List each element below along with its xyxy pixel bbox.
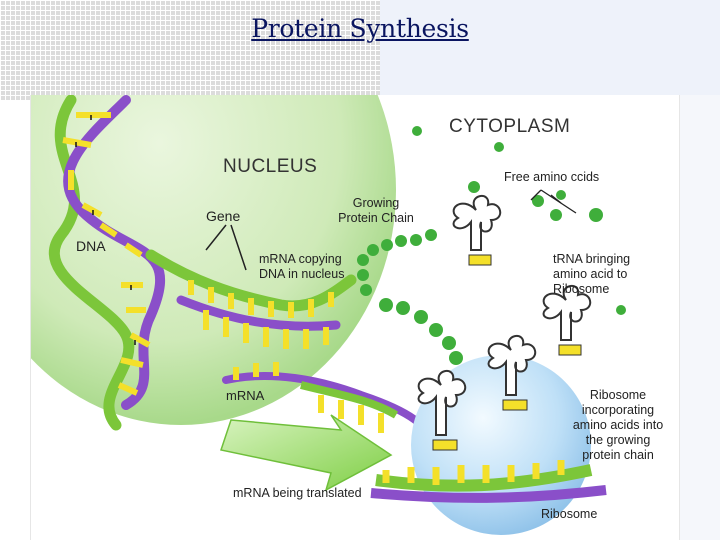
gene-pointer [205,224,247,271]
label-mrna-copying-line1: mRNA copying [259,252,342,266]
right-margin [678,95,720,540]
protein-synthesis-diagram: CYTOPLASM NUCLEUS Free amino ccids Growi… [30,95,680,540]
mrna-strand [222,362,425,433]
label-pointers [530,189,577,214]
trna-anticodons [432,254,582,451]
label-free-amino-acids: Free amino ccids [504,170,600,184]
label-ribo-line3: amino acids into [572,418,664,432]
label-growing-line1: Growing [352,196,400,210]
title-background-pattern [0,0,380,100]
label-mrna-copying-line2: DNA in nucleus [259,267,345,281]
label-trna: tRNA bringing amino acid to Ribosome [553,252,630,297]
label-growing-line2: Protein Chain [338,211,414,225]
label-ribosome: Ribosome [541,507,598,521]
title-background-light [380,0,720,100]
amino-acids [357,126,626,365]
slide-title: Protein Synthesis [251,14,469,43]
label-ribosome-incorporating: Ribosome incorporating amino acids into … [563,388,673,463]
translation-arrow [220,414,393,492]
label-trna-line2: amino acid to [553,267,628,281]
label-growing-protein-chain: Growing Protein Chain [331,196,421,226]
label-mrna-copying: mRNA copying DNA in nucleus [259,252,344,282]
label-ribo-line4: the growing [585,433,651,447]
label-mrna-being-translated: mRNA being translated [233,486,362,500]
label-mrna: mRNA [226,388,265,403]
label-nucleus: NUCLEUS [223,156,318,177]
label-trna-line1: tRNA bringing [553,252,631,266]
label-gene: Gene [206,208,241,224]
label-cytoplasm: CYTOPLASM [449,116,571,137]
translated-mrna [370,460,607,503]
trna-molecules [417,195,592,436]
dna-helix [48,95,166,431]
label-ribo-line2: incorporating [581,403,655,417]
label-trna-line3: Ribosome [553,282,610,296]
label-dna: DNA [76,238,106,254]
label-ribo-line1: Ribosome [589,388,647,402]
label-ribo-line5: protein chain [582,448,654,462]
gene-strand [145,249,357,349]
